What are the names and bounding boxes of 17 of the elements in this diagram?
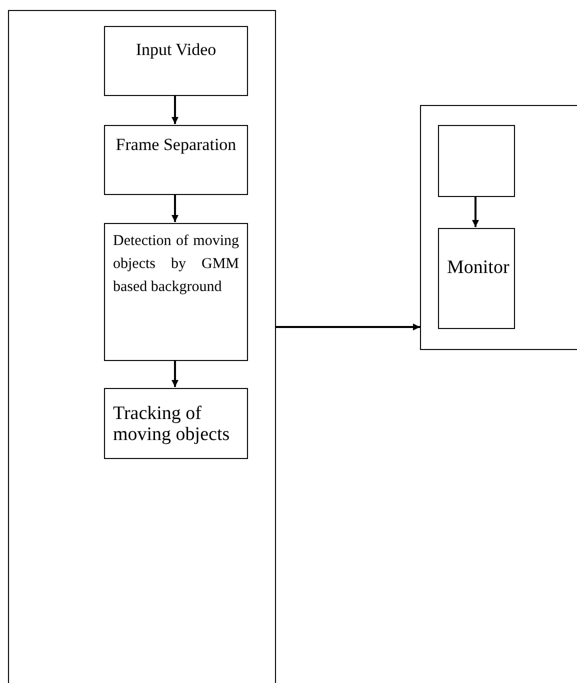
box-label: Frame Separation (114, 134, 238, 155)
container-box (8, 10, 276, 683)
box-label: Input Video (134, 39, 218, 60)
arrow (276, 324, 420, 330)
process-box (104, 223, 248, 361)
box-label: Tracking of moving objects (113, 403, 231, 445)
process-box (104, 388, 248, 459)
arrow (172, 360, 178, 387)
container-box (420, 105, 577, 350)
process-box (438, 125, 515, 197)
arrow (172, 95, 178, 124)
box-label: Detection of moving objects by GMM based background (113, 232, 239, 297)
arrow (172, 194, 178, 222)
process-box (104, 125, 248, 195)
process-box (104, 26, 248, 96)
process-box (438, 228, 515, 329)
arrow (472, 196, 479, 227)
